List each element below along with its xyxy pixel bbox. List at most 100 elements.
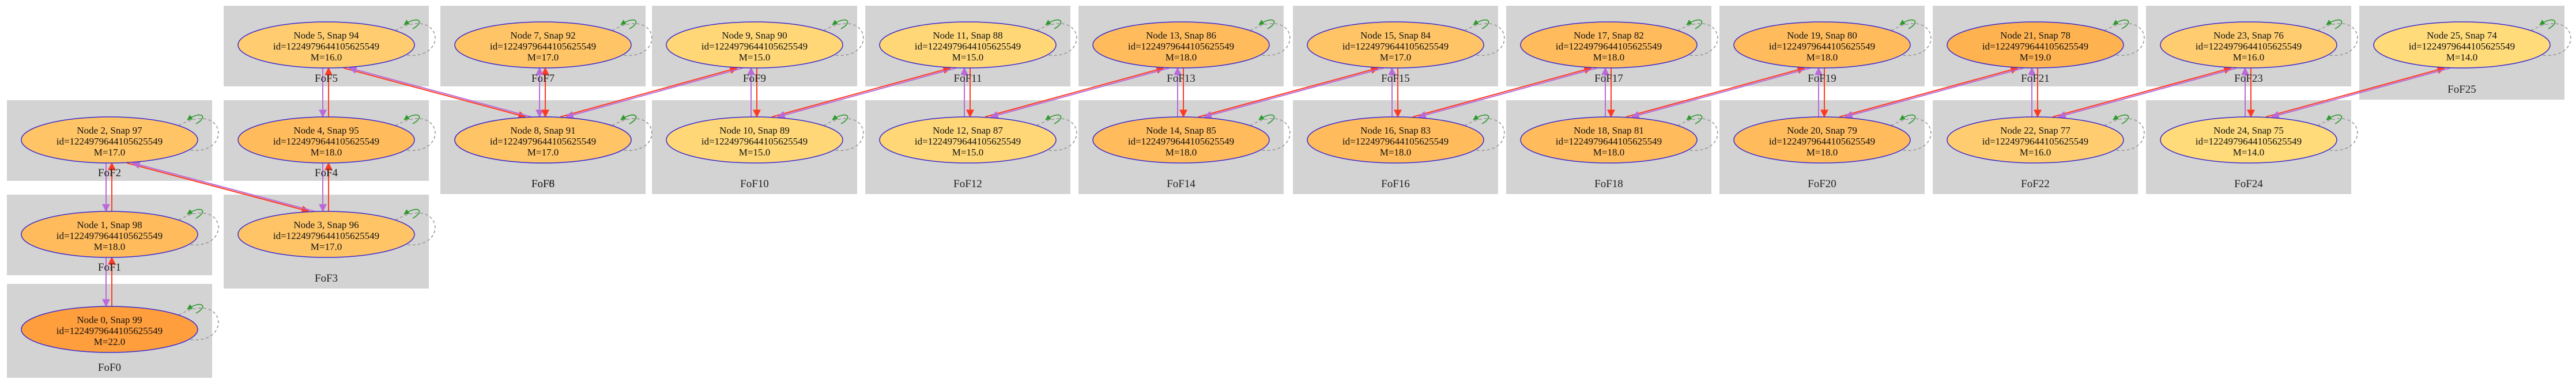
edge-desc-10-11 [771,66,952,117]
cluster-label-fof12: FoF12 [953,178,982,190]
node-11[interactable]: Node 11, Snap 88id=1224979644105625549M=… [879,19,1077,69]
cluster-label-fof7: FoF7 [531,73,555,85]
cluster-label-fof16: FoF16 [1381,178,1410,190]
node-title: Node 21, Snap 78 [2000,30,2070,41]
node-id: id=1224979644105625549 [1982,136,2088,147]
node-18[interactable]: Node 18, Snap 81id=1224979644105625549M=… [1520,114,1718,164]
self-loop-13 [1250,23,1291,56]
self-loop-head-7 [620,19,637,29]
self-loop-0 [178,308,219,341]
edge-prog-25-24 [2270,67,2451,119]
node-title: Node 19, Snap 80 [1787,30,1857,41]
node-mass: M=14.0 [2233,147,2264,158]
node-3[interactable]: Node 3, Snap 96id=1224979644105625549M=1… [237,208,436,258]
node-2[interactable]: Node 2, Snap 97id=1224979644105625549M=1… [21,114,219,164]
node-title: Node 14, Snap 85 [1146,125,1216,136]
cluster-label-fof23: FoF23 [2234,73,2263,85]
node-id: id=1224979644105625549 [490,41,596,52]
node-15[interactable]: Node 15, Snap 84id=1224979644105625549M=… [1307,19,1505,69]
node-mass: M=15.0 [952,52,983,63]
self-loop-1 [178,213,219,246]
node-ellipse [2160,21,2337,69]
node-mass: M=18.0 [94,241,125,252]
node-ellipse [237,116,415,164]
self-loop-head-2 [187,114,203,124]
edge-desc-8-9 [560,66,738,117]
self-loop-head-23 [2326,19,2343,29]
node-id: id=1224979644105625549 [56,136,163,147]
edge-desc-5-6 [343,67,527,119]
node-ellipse [666,116,843,164]
node-title: Node 15, Snap 84 [1360,30,1431,41]
node-16[interactable]: Node 16, Snap 83id=1224979644105625549M=… [1307,114,1505,164]
cluster-label-fof25: FoF25 [2447,84,2476,96]
node-id: id=1224979644105625549 [701,41,808,52]
node-ellipse [454,21,632,69]
node-19[interactable]: Node 19, Snap 80id=1224979644105625549M=… [1733,19,1932,69]
node-0[interactable]: Node 0, Snap 99id=1224979644105625549M=2… [21,303,219,353]
cluster-label-fof22: FoF22 [2021,178,2050,190]
edge-desc-24-25 [2265,66,2446,117]
node-22[interactable]: Node 22, Snap 77id=1224979644105625549M=… [1947,114,2145,164]
node-14[interactable]: Node 14, Snap 85id=1224979644105625549M=… [1092,114,1291,164]
self-loop-15 [1464,23,1505,56]
self-loop-head-9 [832,19,848,29]
self-loop-head-4 [403,114,420,124]
edge-prog-17-16 [1417,67,1598,119]
node-ellipse [2160,116,2337,164]
node-id: id=1224979644105625549 [2409,41,2515,52]
node-4[interactable]: Node 4, Snap 95id=1224979644105625549M=1… [237,114,436,164]
cluster-label-fof3: FoF3 [315,272,338,284]
cluster-label-fof19: FoF19 [1808,73,1836,85]
node-title: Node 4, Snap 95 [293,125,359,136]
node-title: Node 16, Snap 83 [1360,125,1431,136]
node-mass: M=17.0 [1380,52,1411,63]
cluster-label-fof13: FoF13 [1167,73,1195,85]
node-23[interactable]: Node 23, Snap 76id=1224979644105625549M=… [2160,19,2358,69]
node-20[interactable]: Node 20, Snap 79id=1224979644105625549M=… [1733,114,1932,164]
cluster-label-fof4: FoF4 [315,167,338,179]
node-id: id=1224979644105625549 [1128,41,1234,52]
node-7[interactable]: Node 7, Snap 92id=1224979644105625549M=1… [454,19,653,69]
node-title: Node 8, Snap 91 [510,125,575,136]
node-9[interactable]: Node 9, Snap 90id=1224979644105625549M=1… [666,19,864,69]
node-title: Node 10, Snap 89 [719,125,790,136]
cluster-label-fof9: FoF9 [743,73,766,85]
node-12[interactable]: Node 12, Snap 87id=1224979644105625549M=… [879,114,1077,164]
self-loop-head-5 [403,19,420,29]
node-ellipse [666,21,843,69]
node-title: Node 2, Snap 97 [77,125,142,136]
node-id: id=1224979644105625549 [1342,136,1449,147]
self-loop-head-22 [2113,114,2129,124]
self-loop-19 [1891,23,1932,56]
node-8[interactable]: Node 8, Snap 91id=1224979644105625549M=1… [454,114,653,164]
edge-layer [102,66,2451,308]
node-title: Node 20, Snap 79 [1787,125,1857,136]
edge-prog-21-20 [1844,67,2024,119]
node-25[interactable]: Node 25, Snap 74id=1224979644105625549M=… [2373,19,2571,69]
node-1[interactable]: Node 1, Snap 98id=1224979644105625549M=1… [21,208,219,258]
edge-prog-15-14 [1203,67,1385,119]
node-mass: M=19.0 [2020,52,2051,63]
node-21[interactable]: Node 21, Snap 78id=1224979644105625549M=… [1947,19,2145,69]
node-ellipse [2373,21,2551,69]
cluster-label-fof10: FoF10 [740,178,769,190]
node-10[interactable]: Node 10, Snap 89id=1224979644105625549M=… [666,114,864,164]
node-ellipse [1092,21,1270,69]
self-loop-5 [395,23,436,56]
self-loop-head-14 [1258,114,1275,124]
edge-prog-23-22 [2057,67,2238,119]
edge-desc-22-23 [2052,66,2232,117]
self-loop-head-1 [187,208,203,219]
node-17[interactable]: Node 17, Snap 82id=1224979644105625549M=… [1520,19,1718,69]
edge-prog-9-8 [565,67,744,119]
node-13[interactable]: Node 13, Snap 86id=1224979644105625549M=… [1092,19,1291,69]
node-mass: M=17.0 [311,241,342,252]
self-loop-16 [1464,118,1505,151]
node-title: Node 22, Snap 77 [2000,125,2070,136]
self-loop-head-12 [1045,114,1062,124]
self-loop-10 [823,118,864,151]
self-loop-18 [1677,118,1718,151]
node-5[interactable]: Node 5, Snap 94id=1224979644105625549M=1… [237,19,436,69]
node-24[interactable]: Node 24, Snap 75id=1224979644105625549M=… [2160,114,2358,164]
